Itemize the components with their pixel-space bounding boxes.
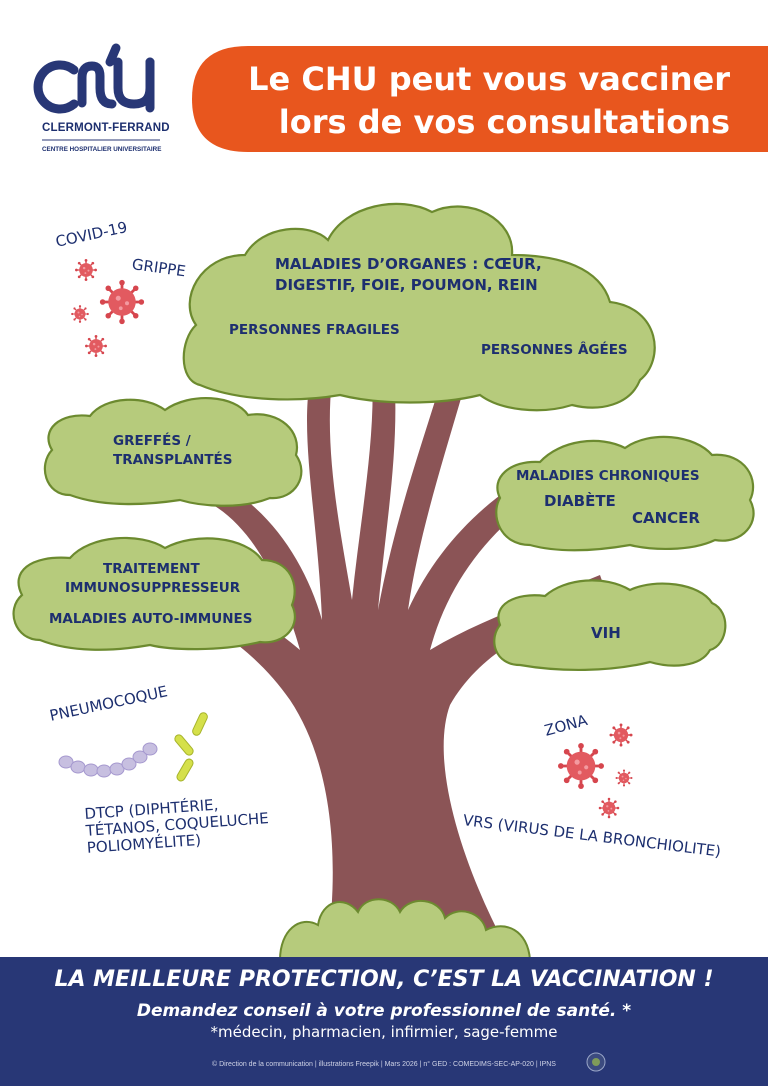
- cancer-label: CANCER: [632, 509, 700, 527]
- cloud-top: [182, 202, 656, 412]
- cloud-left-2: [12, 536, 296, 651]
- immunosuppressant-line-2: IMMUNOSUPPRESSEUR: [65, 580, 241, 596]
- fragile-persons-label: PERSONNES FRAGILES: [229, 322, 400, 338]
- title-banner: [192, 46, 768, 152]
- transplant-line-2: TRANSPLANTÉS: [113, 452, 233, 468]
- cloud-right-2: [493, 579, 727, 671]
- autoimmune-label: MALADIES AUTO-IMMUNES: [49, 611, 253, 627]
- title-line-2: lors de vos consultations: [278, 103, 730, 141]
- logo-city: CLERMONT-FERRAND: [42, 122, 170, 134]
- certification-seal-icon: [586, 1052, 606, 1072]
- organ-diseases-line-1: MALADIES D’ORGANES : CŒUR,: [275, 255, 542, 273]
- grass-bushes: [278, 898, 532, 961]
- cloud-left-1: [43, 397, 303, 507]
- page-title: Le CHU peut vous vacciner lors de vos co…: [200, 58, 730, 144]
- hiv-label: VIH: [591, 624, 621, 642]
- covid-virus-icons: [70, 258, 146, 358]
- footer-subline: Demandez conseil à votre professionnel d…: [136, 1001, 632, 1021]
- organ-diseases-line-2: DIGESTIF, FOIE, POUMON, REIN: [275, 276, 538, 294]
- footer-credit: © Direction de la communication | illust…: [212, 1061, 556, 1068]
- diabetes-label: DIABÈTE: [544, 492, 616, 510]
- logo-subtitle: CENTRE HOSPITALIER UNIVERSITAIRE: [42, 146, 162, 153]
- bacillus-icons: [174, 712, 208, 782]
- elderly-persons-label: PERSONNES ÂGÉES: [481, 342, 628, 358]
- footer-headline: LA MEILLEURE PROTECTION, C’EST LA VACCIN…: [54, 967, 714, 992]
- footer-band: [0, 957, 768, 1086]
- title-line-1: Le CHU peut vous vacciner: [248, 60, 730, 98]
- footer-note: *médecin, pharmacien, infirmier, sage-fe…: [210, 1023, 558, 1041]
- immunosuppressant-line-1: TRAITEMENT: [103, 561, 200, 577]
- chu-logo: [33, 43, 155, 114]
- pneumococcus-icon: [58, 742, 158, 778]
- transplant-line-1: GREFFÉS /: [113, 433, 191, 449]
- zona-virus-icons: [556, 722, 634, 819]
- chronic-diseases-label: MALADIES CHRONIQUES: [516, 468, 700, 484]
- cloud-right-1: [495, 435, 755, 552]
